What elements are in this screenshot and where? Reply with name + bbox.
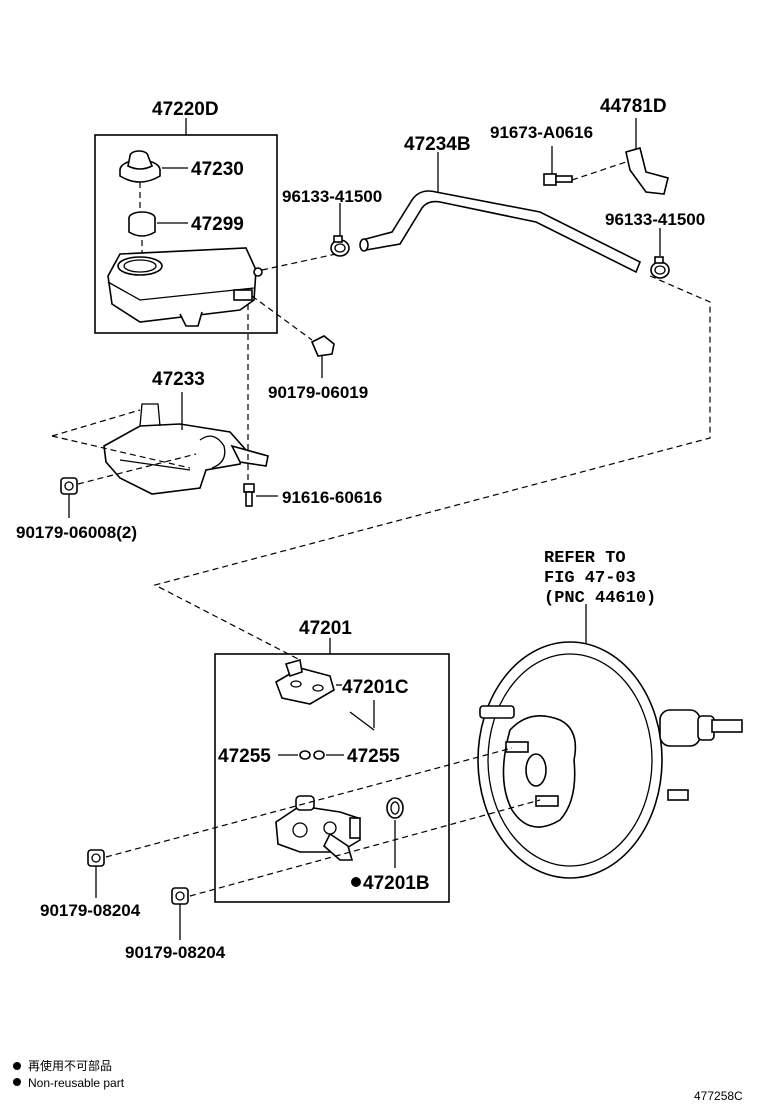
label-refer-line1: REFER TO — [544, 549, 626, 568]
bracket-bolt-lower — [243, 483, 255, 507]
label-bracket-top: 44781D — [600, 96, 667, 117]
bracket-bolt — [543, 173, 573, 186]
label-nut-upper: 90179-08204 — [40, 901, 141, 920]
hose-bracket — [625, 147, 669, 195]
legend-bullet-1 — [13, 1062, 21, 1070]
master-cylinder-group-box — [214, 653, 450, 903]
label-bolt-top: 91673-A0616 — [490, 123, 593, 142]
o-ring — [386, 797, 404, 819]
label-cap: 47230 — [191, 159, 244, 180]
label-nut-lower: 90179-08204 — [125, 943, 226, 962]
reservoir-cap — [119, 150, 161, 183]
legend-english: Non-reusable part — [28, 1076, 125, 1090]
label-nut-clip: 90179-06019 — [268, 383, 368, 402]
hose-clamp-right — [650, 256, 670, 279]
label-refer-line2: FIG 47-03 — [544, 569, 636, 588]
label-reservoir-assy: 47220D — [152, 99, 219, 120]
master-cylinder — [275, 795, 361, 861]
label-hose: 47234B — [404, 134, 471, 155]
label-strainer: 47299 — [191, 214, 244, 235]
label-bolt-bracket: 91616-60616 — [282, 488, 382, 507]
label-master-cyl-assy: 47201 — [299, 618, 352, 639]
bracket-nut — [60, 477, 78, 495]
label-grommet-right: 47255 — [347, 746, 400, 767]
reservoir-hose — [359, 190, 642, 274]
label-grommet-left: 47255 — [218, 746, 271, 767]
legend-bullet-2 — [13, 1078, 21, 1086]
non-reusable-mark — [351, 877, 361, 887]
label-clamp-right: 96133-41500 — [605, 210, 705, 229]
label-grommet-set: 47201C — [342, 677, 409, 698]
figure-id: 477258C — [694, 1089, 743, 1103]
grommet-right — [313, 750, 325, 760]
label-clamp-left: 96133-41500 — [282, 187, 382, 206]
clip-nut — [310, 335, 335, 357]
label-refer-line3: (PNC 44610) — [544, 589, 656, 608]
reservoir-tank — [107, 247, 263, 327]
label-oring: 47201B — [363, 873, 430, 894]
legend-japanese: 再使用不可部品 — [28, 1058, 112, 1073]
grommet-set — [275, 658, 335, 705]
reservoir-strainer — [128, 211, 156, 237]
grommet-left — [299, 750, 311, 760]
reservoir-bracket — [103, 403, 269, 495]
label-bracket: 47233 — [152, 369, 205, 390]
label-nut-bracket: 90179-06008(2) — [16, 523, 137, 542]
brake-booster — [477, 641, 743, 879]
nut-upper — [87, 849, 105, 867]
hose-clamp-left — [330, 235, 350, 257]
nut-lower — [171, 887, 189, 905]
